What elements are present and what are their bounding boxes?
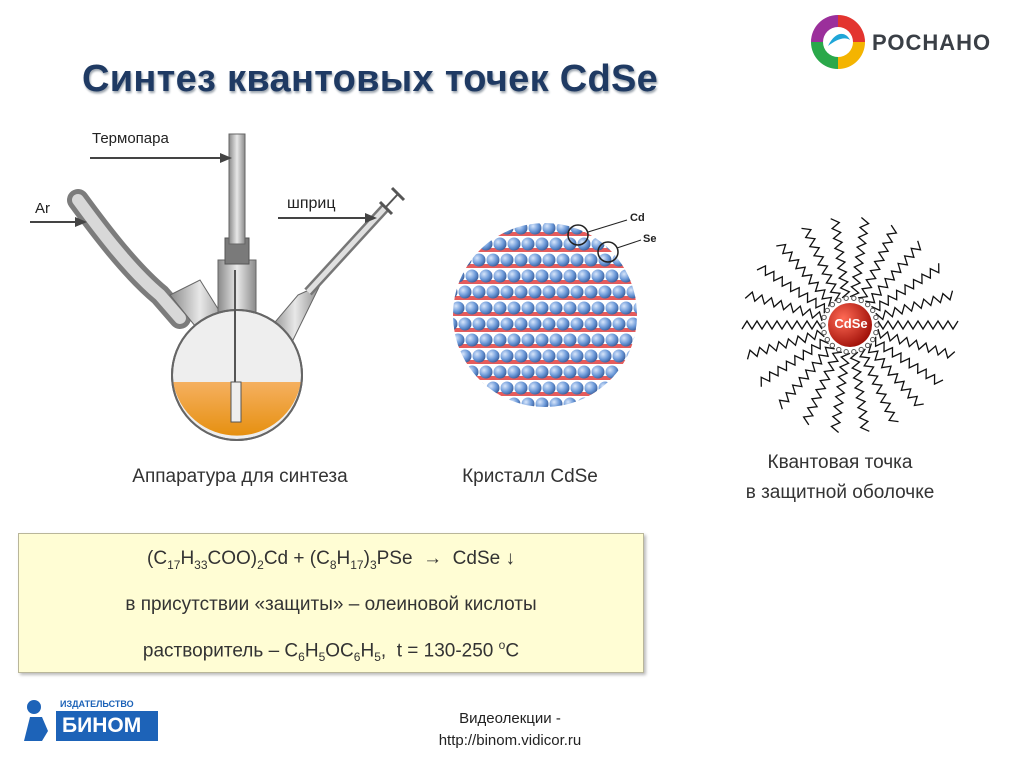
video-lectures-link[interactable]: http://binom.vidicor.ru bbox=[380, 730, 640, 752]
rosnano-logo-text: РОСНАНО bbox=[872, 30, 991, 56]
video-lectures-title: Видеолекции - bbox=[380, 708, 640, 730]
reaction-condition: в присутствии «защиты» – олеиновой кисло… bbox=[19, 594, 643, 616]
quantum-dot-caption-line2: в защитной оболочке bbox=[700, 482, 980, 504]
formula-box: (C17H33COO)2Cd + (C8H17)3PSe → CdSe ↓ в … bbox=[18, 533, 644, 673]
binom-small-text: ИЗДАТЕЛЬСТВО bbox=[60, 699, 134, 709]
slide-title: Синтез квантовых точек CdSe bbox=[82, 58, 658, 101]
argon-label: Ar bbox=[35, 200, 50, 217]
quantum-dot-caption-line1: Квантовая точка bbox=[720, 452, 960, 474]
binom-text: БИНОМ bbox=[62, 714, 141, 738]
apparatus-caption: Аппаратура для синтеза bbox=[90, 466, 390, 488]
quantum-dot-core-label: CdSe bbox=[831, 316, 871, 331]
cd-label: Cd bbox=[630, 212, 645, 224]
rosnano-logo-icon bbox=[806, 10, 876, 74]
binom-logo: ИЗДАТЕЛЬСТВО БИНОМ bbox=[20, 697, 160, 745]
crystal-diagram bbox=[445, 210, 670, 410]
video-lectures: Видеолекции - http://binom.vidicor.ru bbox=[380, 708, 640, 752]
reaction-solvent: растворитель – C6H5OC6H5, t = 130-250 oC bbox=[19, 638, 643, 664]
apparatus-diagram bbox=[20, 120, 440, 460]
crystal-caption: Кристалл CdSe bbox=[425, 466, 635, 488]
reaction-equation: (C17H33COO)2Cd + (C8H17)3PSe → CdSe ↓ bbox=[19, 548, 643, 572]
se-label: Se bbox=[643, 233, 656, 245]
syringe-label: шприц bbox=[287, 195, 336, 213]
thermocouple-label: Термопара bbox=[92, 130, 169, 147]
